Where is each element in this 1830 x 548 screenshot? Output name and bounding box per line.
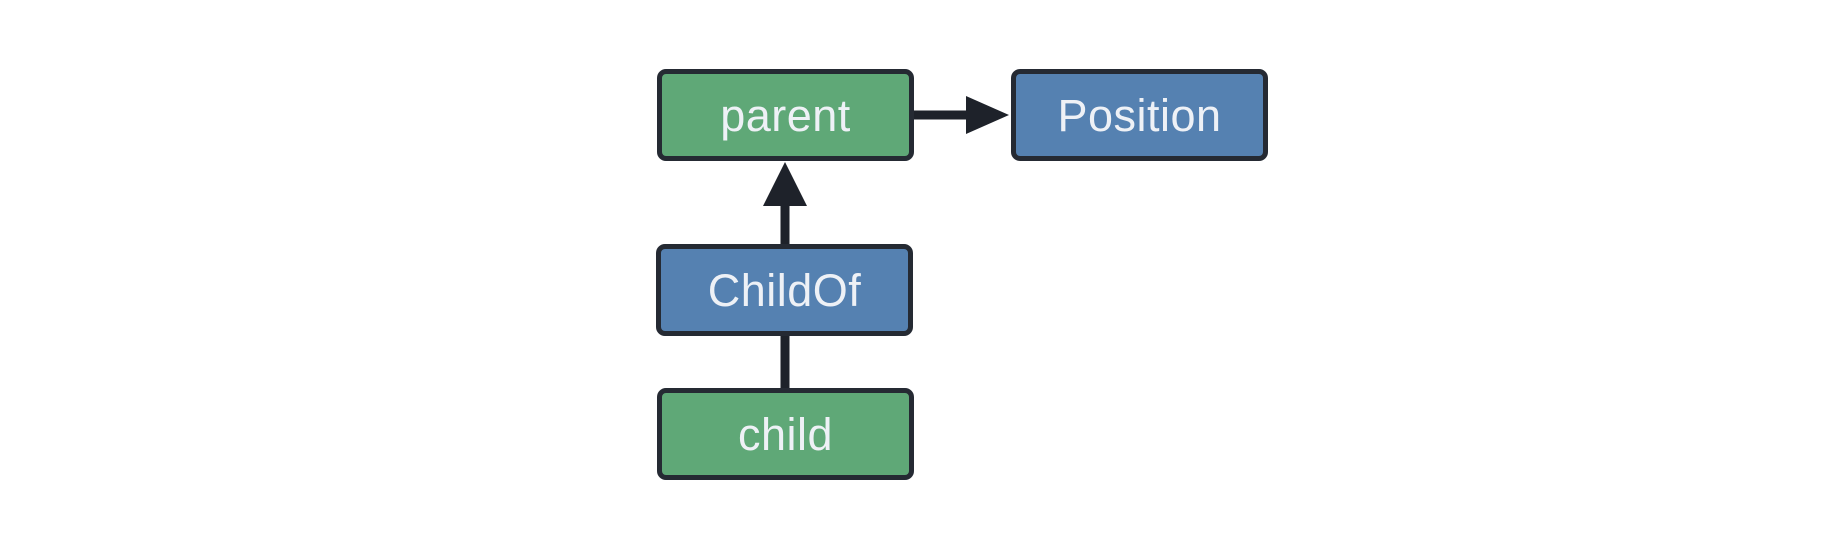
node-position: Position bbox=[1011, 69, 1268, 161]
edge-parent-to-position bbox=[911, 96, 1009, 134]
node-child-label: child bbox=[737, 408, 834, 460]
node-childof-label: ChildOf bbox=[707, 264, 862, 316]
node-childof: ChildOf bbox=[656, 244, 913, 336]
node-child: child bbox=[657, 388, 914, 480]
node-parent: parent bbox=[657, 69, 914, 161]
node-position-label: Position bbox=[1057, 89, 1222, 141]
arrowhead-up-icon bbox=[763, 162, 807, 206]
arrowhead-right-icon bbox=[966, 96, 1009, 134]
node-parent-label: parent bbox=[720, 89, 851, 141]
edge-childof-to-parent bbox=[763, 162, 807, 247]
